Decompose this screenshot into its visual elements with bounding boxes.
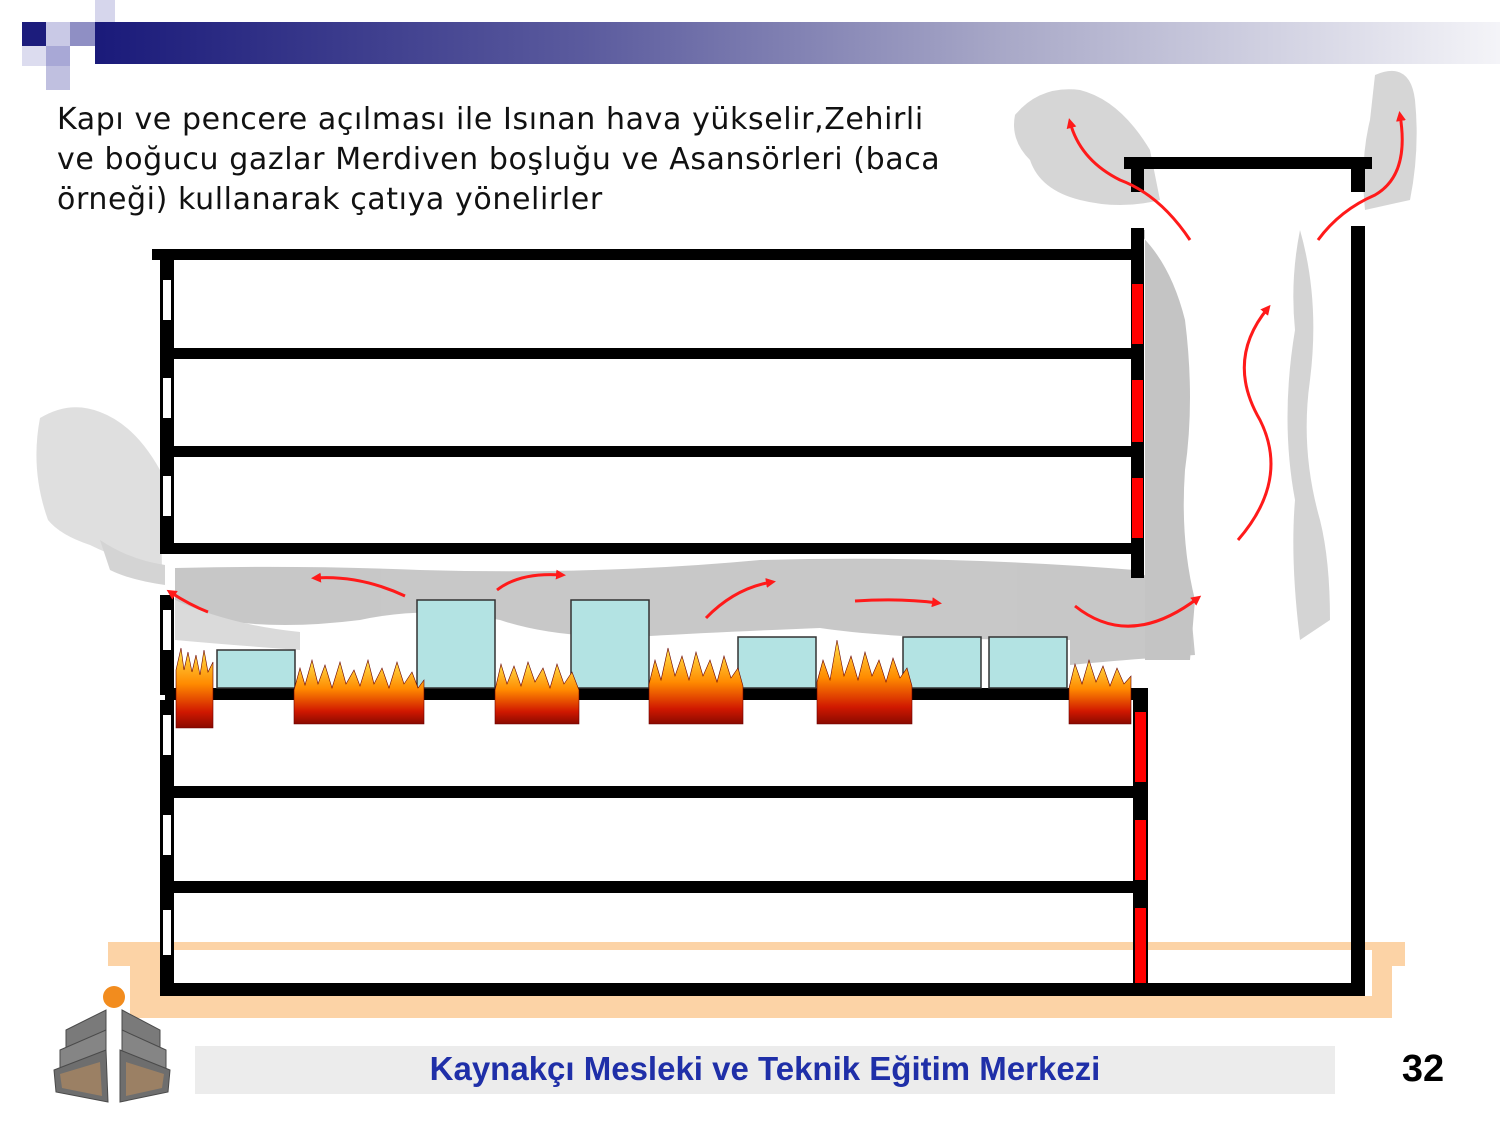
header-square-mid xyxy=(70,22,95,46)
upper-floors xyxy=(152,228,1144,578)
header-square-top xyxy=(95,0,115,22)
description-line-2: ve boğucu gazlar Merdiven boşluğu ve Asa… xyxy=(57,142,941,177)
header-gradient-bar xyxy=(95,22,1500,64)
fire-flames xyxy=(175,639,1132,729)
logo-icon xyxy=(53,986,171,1103)
smoke-flow-arrows xyxy=(166,111,1406,628)
header-square-light xyxy=(46,22,70,46)
smoke-cloud xyxy=(36,70,1417,665)
slide-description: Kapı ve pencere açılması ile Isınan hava… xyxy=(57,100,1017,220)
header-square-faint xyxy=(22,46,46,66)
stairwell-shaft xyxy=(1124,157,1372,996)
lower-floors xyxy=(160,688,1365,996)
description-line-3: örneği) kullanarak çatıya yönelirler xyxy=(57,182,603,217)
ground-foundation xyxy=(108,942,1405,1018)
header-square-light2 xyxy=(46,46,70,66)
footer-band xyxy=(195,1046,1335,1094)
header-square-pale xyxy=(46,66,70,90)
description-line-1: Kapı ve pencere açılması ile Isınan hava… xyxy=(57,102,924,137)
header-square-dark xyxy=(22,22,46,46)
page-number: 32 xyxy=(1401,1048,1445,1090)
footer-title: Kaynakçı Mesleki ve Teknik Eğitim Merkez… xyxy=(429,1050,1101,1087)
